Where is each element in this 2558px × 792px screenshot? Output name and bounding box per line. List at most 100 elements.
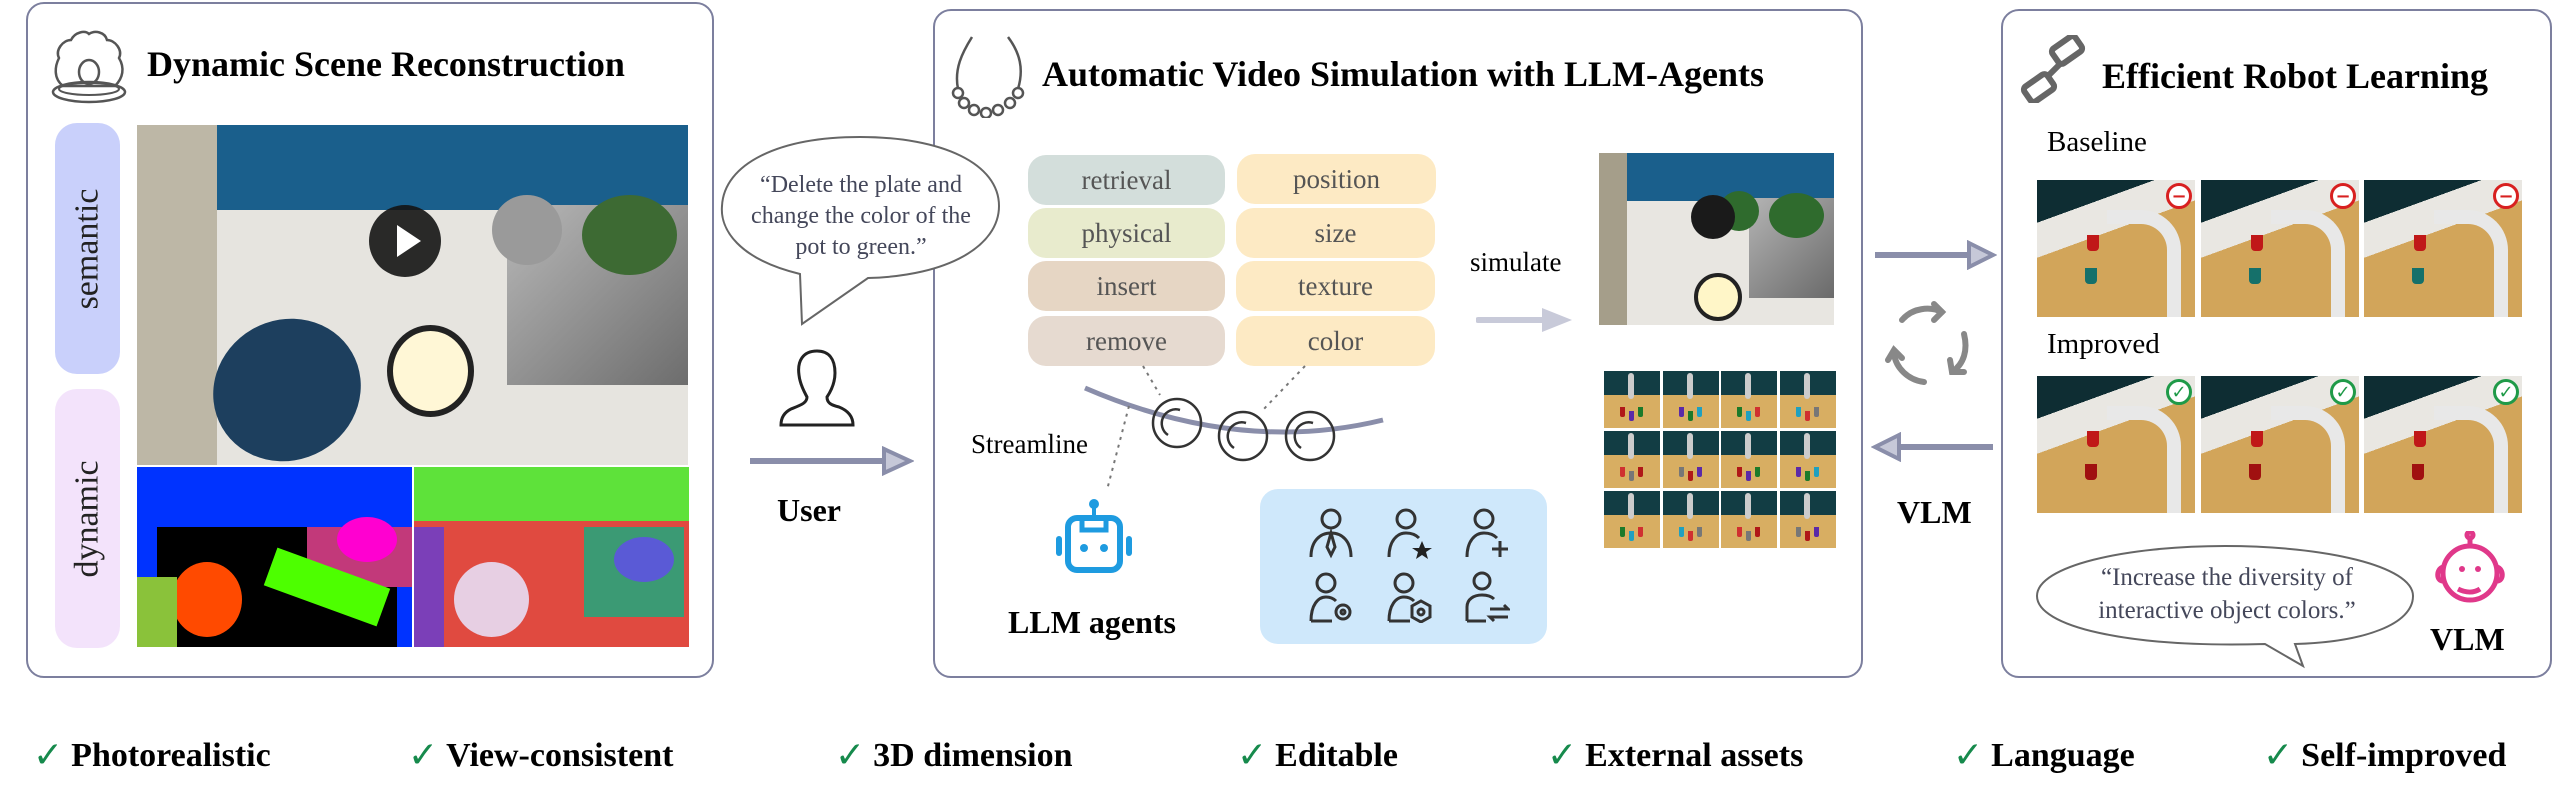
feature-view-consistent: ✓View-consistent (408, 738, 673, 774)
op-physical: physical (1028, 208, 1225, 258)
add-agent-icon (1465, 508, 1508, 558)
user-speech-bubble (720, 135, 1001, 326)
simulate-arrow (1476, 308, 1572, 332)
streamline-label: Streamline (971, 429, 1088, 459)
dynamic-feature-image (414, 467, 689, 647)
expert-agent-icon (1387, 508, 1432, 559)
baseline-rollout-image: − (2364, 180, 2522, 317)
switch-agent-icon (1465, 571, 1510, 623)
user-instruction: “Delete the plate and change the color o… (722, 170, 1000, 264)
success-check-icon: ✓ (2330, 379, 2356, 405)
improved-rollout-image: ✓ (2364, 376, 2522, 513)
success-check-icon: ✓ (2493, 379, 2519, 405)
vlm-suggestion: “Increase the diversity of interactive o… (2040, 562, 2414, 627)
panel-title: Dynamic Scene Reconstruction (147, 44, 625, 84)
streamline-connector (1084, 365, 1384, 491)
feature-label: Editable (1275, 737, 1398, 774)
kitchen-video[interactable] (137, 125, 688, 465)
feature-label: External assets (1585, 737, 1804, 774)
simulation-thumbnail (1721, 491, 1777, 548)
play-button[interactable] (369, 205, 441, 277)
quote-line: interactive object colors.” (2098, 596, 2356, 624)
op-retrieval: retrieval (1028, 155, 1225, 205)
feature-label: Self-improved (2301, 737, 2507, 774)
necklace-icon (951, 36, 1025, 118)
agent-roles-box (1260, 489, 1547, 644)
simulation-thumbnail (1604, 491, 1660, 548)
llm-agent-robot-icon (1056, 499, 1132, 573)
simulated-video-frame (1599, 153, 1834, 325)
check-icon: ✓ (1953, 735, 1984, 776)
quote-line: pot to green.” (795, 234, 927, 261)
improved-rollout-image: ✓ (2037, 376, 2195, 513)
check-icon: ✓ (2263, 735, 2294, 776)
op-color: color (1236, 316, 1435, 366)
semantic-segmentation-image (137, 467, 412, 647)
simulate-label: simulate (1470, 247, 1562, 277)
check-icon: ✓ (33, 735, 64, 776)
user-icon (779, 349, 855, 427)
quote-line: “Delete the plate and (760, 172, 962, 198)
check-icon: ✓ (835, 735, 866, 776)
vlm-speech-bubble (2035, 544, 2415, 669)
feature-photorealistic: ✓Photorealistic (33, 738, 271, 774)
simulation-thumbnail (1779, 491, 1836, 548)
semantic-text: semantic (68, 188, 106, 309)
improved-rollout-image: ✓ (2201, 376, 2359, 513)
failure-minus-icon: − (2493, 183, 2519, 209)
baseline-label: Baseline (2047, 126, 2147, 158)
op-remove: remove (1028, 316, 1225, 366)
simulation-thumbnail (1779, 431, 1836, 488)
vlm-feedback-label: VLM (1897, 494, 1972, 530)
check-icon: ✓ (408, 735, 439, 776)
to-robot-learning-arrow (1875, 240, 1997, 270)
op-insert: insert (1028, 261, 1225, 311)
simulation-thumbnail (1721, 371, 1777, 428)
feedback-arrow (1871, 432, 1993, 462)
feature-label: 3D dimension (873, 737, 1073, 774)
failure-minus-icon: − (2166, 183, 2192, 209)
vlm-face-icon (2435, 531, 2505, 603)
failure-minus-icon: − (2330, 183, 2356, 209)
success-check-icon: ✓ (2166, 379, 2192, 405)
dynamic-label: dynamic (55, 389, 120, 648)
feature-3d-dimension: ✓3D dimension (835, 738, 1073, 774)
play-icon (397, 225, 421, 257)
simulation-thumbnail (1662, 431, 1719, 488)
feature-editable: ✓Editable (1237, 738, 1398, 774)
op-texture: texture (1236, 261, 1435, 311)
config-agent-icon (1387, 572, 1432, 623)
panel-title: Efficient Robot Learning (2102, 56, 2488, 96)
feature-external-assets: ✓External assets (1547, 738, 1803, 774)
baseline-rollout-image: − (2201, 180, 2359, 317)
llm-agents-label: LLM agents (1008, 604, 1176, 640)
feature-label: Photorealistic (71, 737, 271, 774)
simulation-thumbnail (1662, 371, 1719, 428)
feature-label: View-consistent (446, 737, 674, 774)
quote-line: “Increase the diversity of (2101, 564, 2353, 591)
simulated-robot-grid (1604, 371, 1836, 548)
user-label: User (777, 492, 841, 528)
dynamic-text: dynamic (68, 459, 106, 578)
quote-line: change the color of the (751, 203, 971, 230)
check-icon: ✓ (1547, 735, 1578, 776)
manager-agent-icon (1309, 508, 1353, 559)
op-size: size (1236, 208, 1435, 258)
semantic-label: semantic (55, 123, 120, 374)
feature-self-improved: ✓Self-improved (2263, 738, 2506, 774)
improved-label: Improved (2047, 328, 2160, 360)
simulation-thumbnail (1604, 371, 1660, 428)
simulation-thumbnail (1721, 431, 1777, 488)
simulation-thumbnail (1604, 431, 1660, 488)
simulation-thumbnail (1779, 371, 1836, 428)
baseline-rollout-image: − (2037, 180, 2195, 317)
op-position: position (1237, 154, 1436, 204)
vlm-label: VLM (2430, 621, 2505, 657)
settings-agent-icon (1309, 572, 1352, 623)
panel-title: Automatic Video Simulation with LLM-Agen… (1042, 54, 1765, 94)
link-icon (2020, 35, 2086, 103)
simulation-thumbnail (1662, 491, 1719, 548)
user-to-simulation-arrow (750, 446, 914, 476)
feature-label: Language (1991, 737, 2135, 774)
